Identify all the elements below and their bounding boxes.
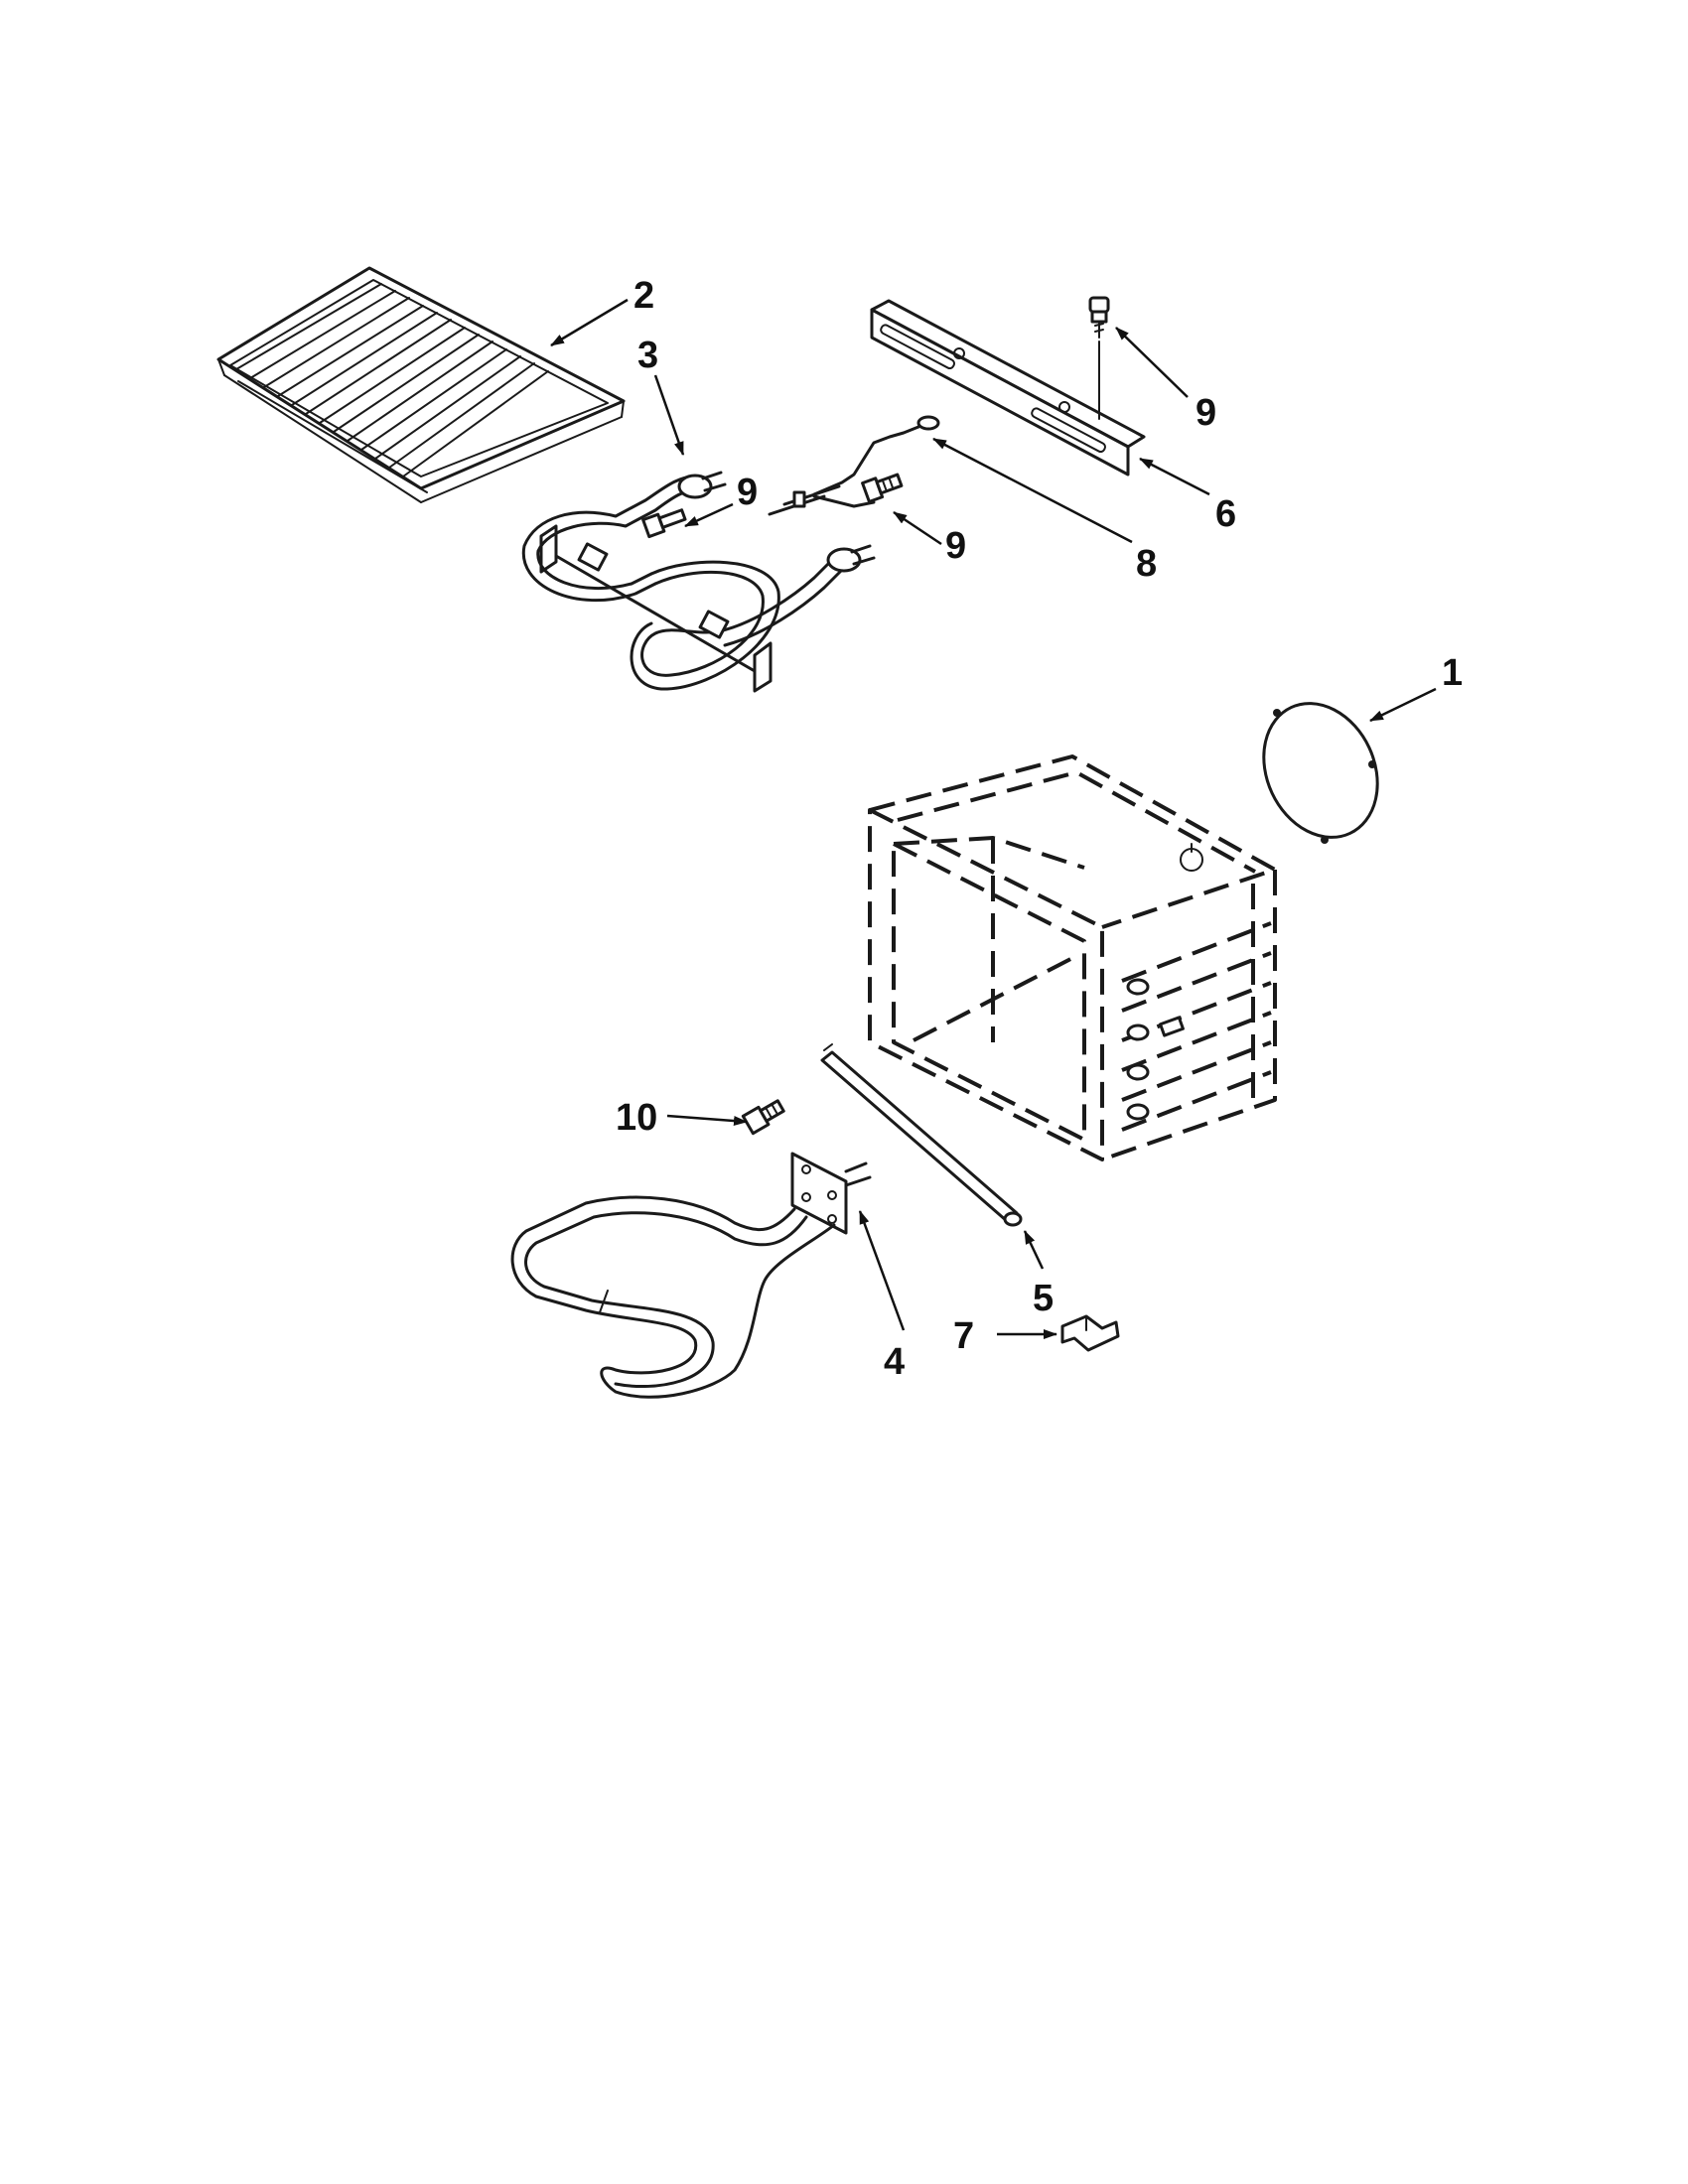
callout-9-bracket: 9 — [1196, 392, 1216, 434]
leader-5 — [1023, 1230, 1045, 1270]
screw-part-10 — [741, 1099, 785, 1136]
leader-3 — [653, 374, 685, 456]
gasket-ring-part-1 — [1262, 702, 1379, 844]
lower-bake-element-part-4 — [510, 1152, 872, 1399]
upper-heating-element-part-3 — [521, 471, 876, 693]
callout-1: 1 — [1442, 652, 1463, 694]
callout-4: 4 — [884, 1341, 905, 1383]
leader-9b — [893, 510, 942, 546]
callout-8: 8 — [1136, 543, 1157, 585]
callout-9-sensor: 9 — [945, 525, 966, 567]
callout-9-heating-element: 9 — [737, 472, 758, 513]
callout-3: 3 — [637, 335, 658, 376]
callout-2: 2 — [633, 275, 654, 317]
rod-part-5 — [820, 1043, 1023, 1227]
leader-4 — [858, 1210, 906, 1331]
bracket-part-6 — [870, 299, 1146, 477]
leader-9a — [684, 502, 734, 528]
oven-rack-part-2 — [216, 266, 626, 503]
leader-2 — [550, 298, 629, 347]
callout-labels: 2 3 9 9 8 9 6 1 10 5 7 4 — [616, 275, 1463, 1383]
leader-arrows — [550, 298, 1437, 1339]
clip-part-7 — [1060, 1314, 1120, 1352]
leader-8 — [932, 437, 1133, 544]
leader-6 — [1139, 457, 1210, 496]
callout-5: 5 — [1033, 1278, 1054, 1319]
callout-7: 7 — [953, 1315, 974, 1357]
leader-9c — [1115, 327, 1189, 398]
oven-sensor-part-8 — [768, 415, 940, 516]
leader-10 — [666, 1114, 748, 1127]
oven-cavity-reference — [868, 754, 1277, 1161]
callout-10: 10 — [616, 1097, 657, 1139]
screw-part-9-bracket — [1088, 296, 1110, 420]
leader-1 — [1369, 687, 1437, 723]
callout-6: 6 — [1215, 493, 1236, 535]
